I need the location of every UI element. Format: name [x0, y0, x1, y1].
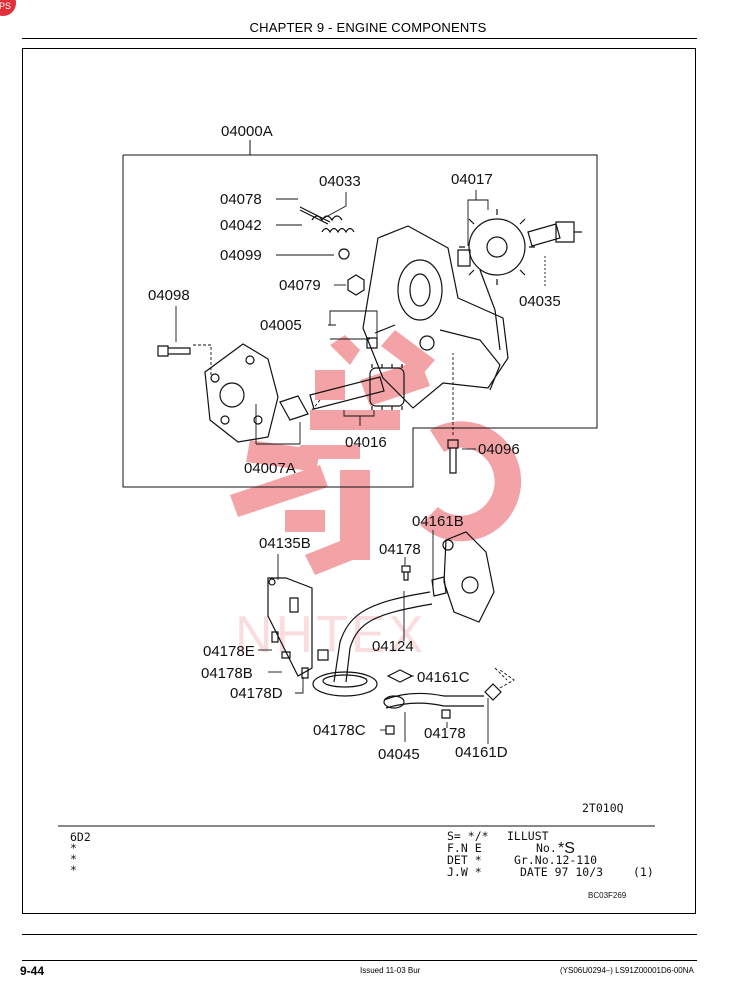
header-rule: [22, 38, 697, 39]
label-04035: 04035: [519, 293, 561, 310]
part-shapes: [157, 206, 582, 735]
bolt-shape-8: [441, 709, 451, 719]
info-date-line: DATE 97 10/3: [520, 865, 603, 879]
watermark-text: NHTEX: [235, 606, 426, 664]
watermark-logo: [230, 330, 522, 575]
label-04178-bottom: 04178: [424, 725, 466, 742]
info-det-line: DET *: [447, 853, 482, 867]
part-labels: 04000A 04033 04017 04078 04042 04099 040…: [148, 123, 561, 763]
label-04079: 04079: [279, 277, 321, 294]
label-04098: 04098: [148, 287, 190, 304]
pump-assembly-shape: [431, 531, 495, 623]
label-04016: 04016: [345, 434, 387, 451]
info-jw-line: J.W *: [447, 865, 482, 879]
pipe-shape: [383, 692, 484, 709]
label-04161B: 04161B: [412, 513, 464, 530]
label-04124: 04124: [372, 638, 414, 655]
diagram-frame: [22, 48, 696, 914]
label-04096: 04096: [478, 441, 520, 458]
bolt-shape-3: [401, 565, 411, 581]
info-block: 6D2 * * * S= */* ILLUST No. *S F.N E DET…: [58, 825, 655, 900]
bolt-shape-4: [271, 631, 279, 643]
gear-shape: [459, 209, 535, 285]
label-04045: 04045: [378, 746, 420, 763]
leader-lines: [175, 190, 546, 744]
footer-page-number: 9-44: [20, 964, 45, 978]
ball-shape: [338, 248, 350, 260]
spring-shape-2: [321, 227, 355, 234]
label-04099: 04099: [220, 247, 262, 264]
label-04178-top: 04178: [379, 541, 421, 558]
label-04017: 04017: [451, 171, 493, 188]
bracket-shape: [267, 577, 313, 677]
bolt-shape-7: [385, 725, 395, 735]
gasket-shape: [386, 669, 414, 683]
dowel-shape: [366, 337, 378, 349]
info-illust-label: ILLUST: [507, 829, 549, 843]
label-04178D: 04178D: [230, 685, 283, 702]
label-04178B: 04178B: [201, 665, 253, 682]
label-04078: 04078: [220, 191, 262, 208]
label-04000A: 04000A: [221, 123, 273, 140]
label-04005: 04005: [260, 317, 302, 334]
shaft-shape: [527, 221, 582, 247]
footer-rule-1: [22, 934, 697, 935]
label-04178C: 04178C: [313, 722, 366, 739]
label-04178E: 04178E: [203, 643, 255, 660]
gasket-shape-2: [484, 683, 502, 701]
info-left-line-2: *: [70, 841, 77, 855]
bolt-shape-6: [301, 667, 309, 679]
footer-rule-2: [22, 960, 697, 961]
info-left-line-3: *: [70, 852, 77, 866]
info-no-label: No.: [536, 841, 557, 855]
rotor-shape: [309, 364, 405, 410]
assembly-box-04000A: [122, 140, 598, 488]
info-gr-no: Gr.No.12-110: [514, 853, 597, 867]
info-s-line: S= */*: [447, 829, 489, 843]
label-04042: 04042: [220, 217, 262, 234]
info-left-line-4: *: [70, 863, 77, 877]
label-04033: 04033: [319, 173, 361, 190]
nut-shape: [347, 274, 365, 296]
label-04135B: 04135B: [259, 535, 311, 552]
strainer-pipe-shape: [312, 591, 433, 697]
spacer-shape: [457, 249, 471, 267]
cover-shape: [204, 343, 309, 443]
illustration-code: 2T010Q: [582, 801, 624, 815]
bolt-shape: [157, 345, 191, 357]
chapter-title: CHAPTER 9 - ENGINE COMPONENTS: [249, 20, 487, 35]
footer-issued: Issued 11-03 Bur: [360, 966, 421, 975]
corner-badge: PS: [0, 0, 16, 16]
info-left-line-1: 6D2: [70, 830, 91, 844]
pin-shape: [299, 206, 331, 225]
info-revision: (1): [633, 865, 654, 879]
label-04161D: 04161D: [455, 744, 508, 761]
info-fne-line: F.N E: [447, 841, 482, 855]
footer-document-code: (YS06U0294–) LS91Z00001D6-00NA: [560, 966, 694, 975]
label-04007A: 04007A: [244, 460, 296, 477]
pump-body-shape: [362, 225, 509, 409]
info-illust-no: *S: [558, 840, 575, 857]
label-04161C: 04161C: [417, 669, 470, 686]
bolt-shape-2: [447, 439, 459, 474]
info-doc-code: BC03F269: [588, 891, 627, 900]
bolt-shape-5: [281, 651, 291, 659]
